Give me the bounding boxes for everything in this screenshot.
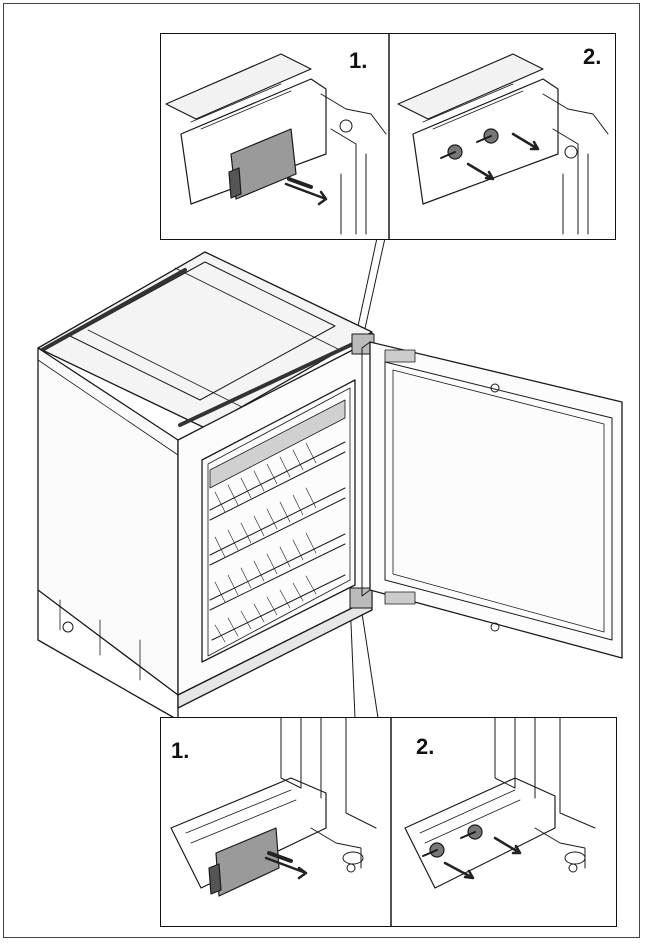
bottom-hinge-drawings bbox=[170, 718, 596, 926]
top-step2-drawing bbox=[397, 53, 609, 235]
bottom-step1-label: 1. bbox=[171, 738, 190, 763]
bottom-step2-drawing bbox=[404, 718, 596, 889]
bottom-detail-panel: 1. 2. bbox=[160, 717, 617, 927]
top-step1-drawing bbox=[165, 53, 387, 235]
cabinet bbox=[37, 251, 375, 721]
bottom-step1-drawing bbox=[170, 718, 377, 897]
door bbox=[361, 341, 623, 659]
top-detail-panel: 1. 2. bbox=[160, 33, 616, 240]
top-hinge-drawings bbox=[165, 34, 609, 239]
top-step1-label: 1. bbox=[349, 48, 368, 73]
bottom-step2-label: 2. bbox=[416, 734, 435, 759]
top-step2-label: 2. bbox=[583, 44, 602, 69]
